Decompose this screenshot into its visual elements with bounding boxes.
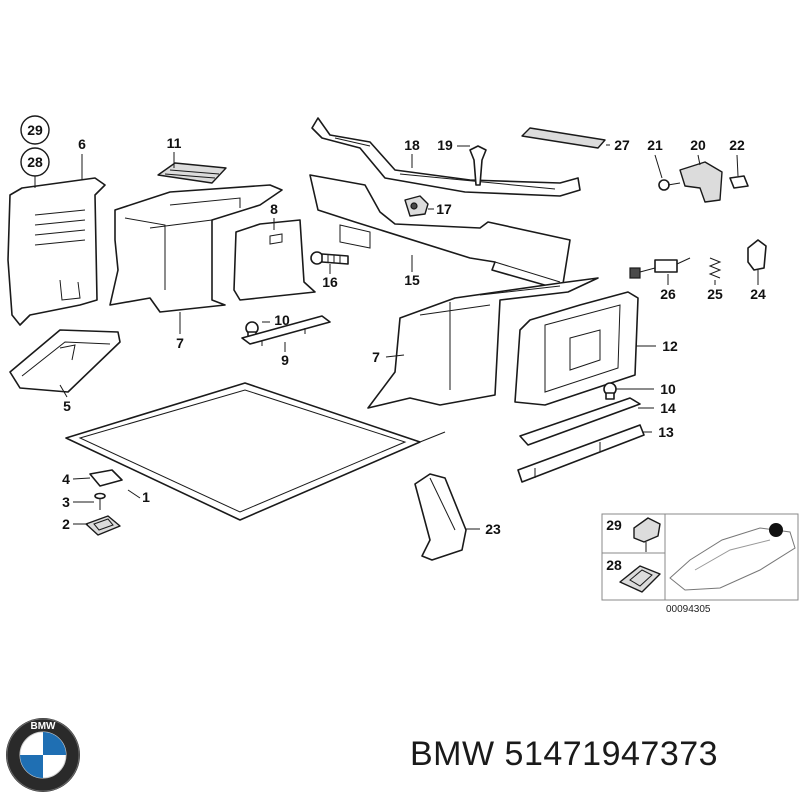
logo-lettering: BMW (31, 721, 57, 732)
part-13-rail (517, 424, 645, 483)
part-10-clip-right (603, 382, 617, 400)
part-7-trim-right (367, 277, 599, 409)
callout-11: 11 (167, 135, 182, 151)
brand-name: BMW (410, 735, 495, 773)
callout-1: 1 (142, 489, 150, 505)
callout-15: 15 (404, 272, 420, 288)
callout-10-right: 10 (660, 381, 676, 397)
callout-18: 18 (404, 137, 420, 153)
callout-29-inset: 29 (606, 517, 622, 533)
callout-25: 25 (707, 286, 723, 302)
callout-7-left: 7 (176, 335, 184, 351)
callout-17: 17 (436, 201, 452, 217)
callout-28: 28 (27, 154, 43, 170)
callout-29: 29 (27, 122, 43, 138)
part-24-catch (747, 239, 767, 271)
part-7-trim-left (109, 184, 283, 313)
inset-reference-number: 00094305 (666, 604, 711, 615)
part-4-pad (89, 469, 123, 487)
callout-21: 21 (647, 137, 663, 153)
inset-panel (601, 513, 799, 601)
callout-7-right: 7 (372, 349, 380, 365)
part-19-clip (469, 145, 487, 186)
car-silhouette (669, 527, 796, 591)
part-27-strip (521, 127, 606, 149)
callout-10-left: 10 (274, 312, 290, 328)
part-11-mat (157, 162, 227, 184)
callout-19: 19 (437, 137, 453, 153)
location-marker-icon (769, 523, 783, 537)
part-25-spring (708, 257, 722, 279)
part-8-panel (233, 219, 316, 301)
part-15-rear-panel (309, 174, 571, 291)
callout-4: 4 (62, 471, 70, 487)
part-20-bracket (679, 161, 723, 203)
part-21-screw (658, 179, 681, 191)
callout-23: 23 (485, 521, 501, 537)
callout-27: 27 (614, 137, 630, 153)
callout-8: 8 (270, 201, 278, 217)
part-1-floor-mat (65, 382, 446, 521)
callout-22: 22 (729, 137, 745, 153)
callout-28-inset: 28 (606, 557, 622, 573)
callout-5: 5 (63, 398, 71, 414)
part-2-grommet (85, 515, 121, 536)
part-26-sensor (629, 257, 691, 279)
part-14-sill (519, 397, 641, 446)
part-5-tray (9, 329, 121, 393)
part-9-rail (241, 315, 331, 346)
callout-12: 12 (662, 338, 678, 354)
part-number: 51471947373 (504, 735, 719, 773)
callout-9: 9 (281, 352, 289, 368)
bmw-logo: BMW (6, 718, 80, 792)
callout-2: 2 (62, 516, 70, 532)
callout-6: 6 (78, 136, 86, 152)
part-12-panel (514, 291, 639, 406)
callout-3: 3 (62, 494, 70, 510)
part-3-screw (94, 492, 106, 510)
part-number-caption: BMW 51471947373 (410, 735, 718, 774)
callout-26: 26 (660, 286, 676, 302)
part-28-cover (619, 565, 661, 593)
part-29-plug (633, 517, 661, 543)
callout-24: 24 (750, 286, 766, 302)
part-23-bracket (414, 473, 467, 561)
part-16-pin (310, 251, 349, 265)
callout-13: 13 (658, 424, 674, 440)
part-22-nut (729, 175, 749, 189)
callout-16: 16 (322, 274, 338, 290)
callout-29-circle (20, 115, 50, 145)
callout-14: 14 (660, 400, 676, 416)
part-6-side-panel (7, 177, 106, 326)
part-17-latch (404, 195, 429, 217)
callout-20: 20 (690, 137, 706, 153)
